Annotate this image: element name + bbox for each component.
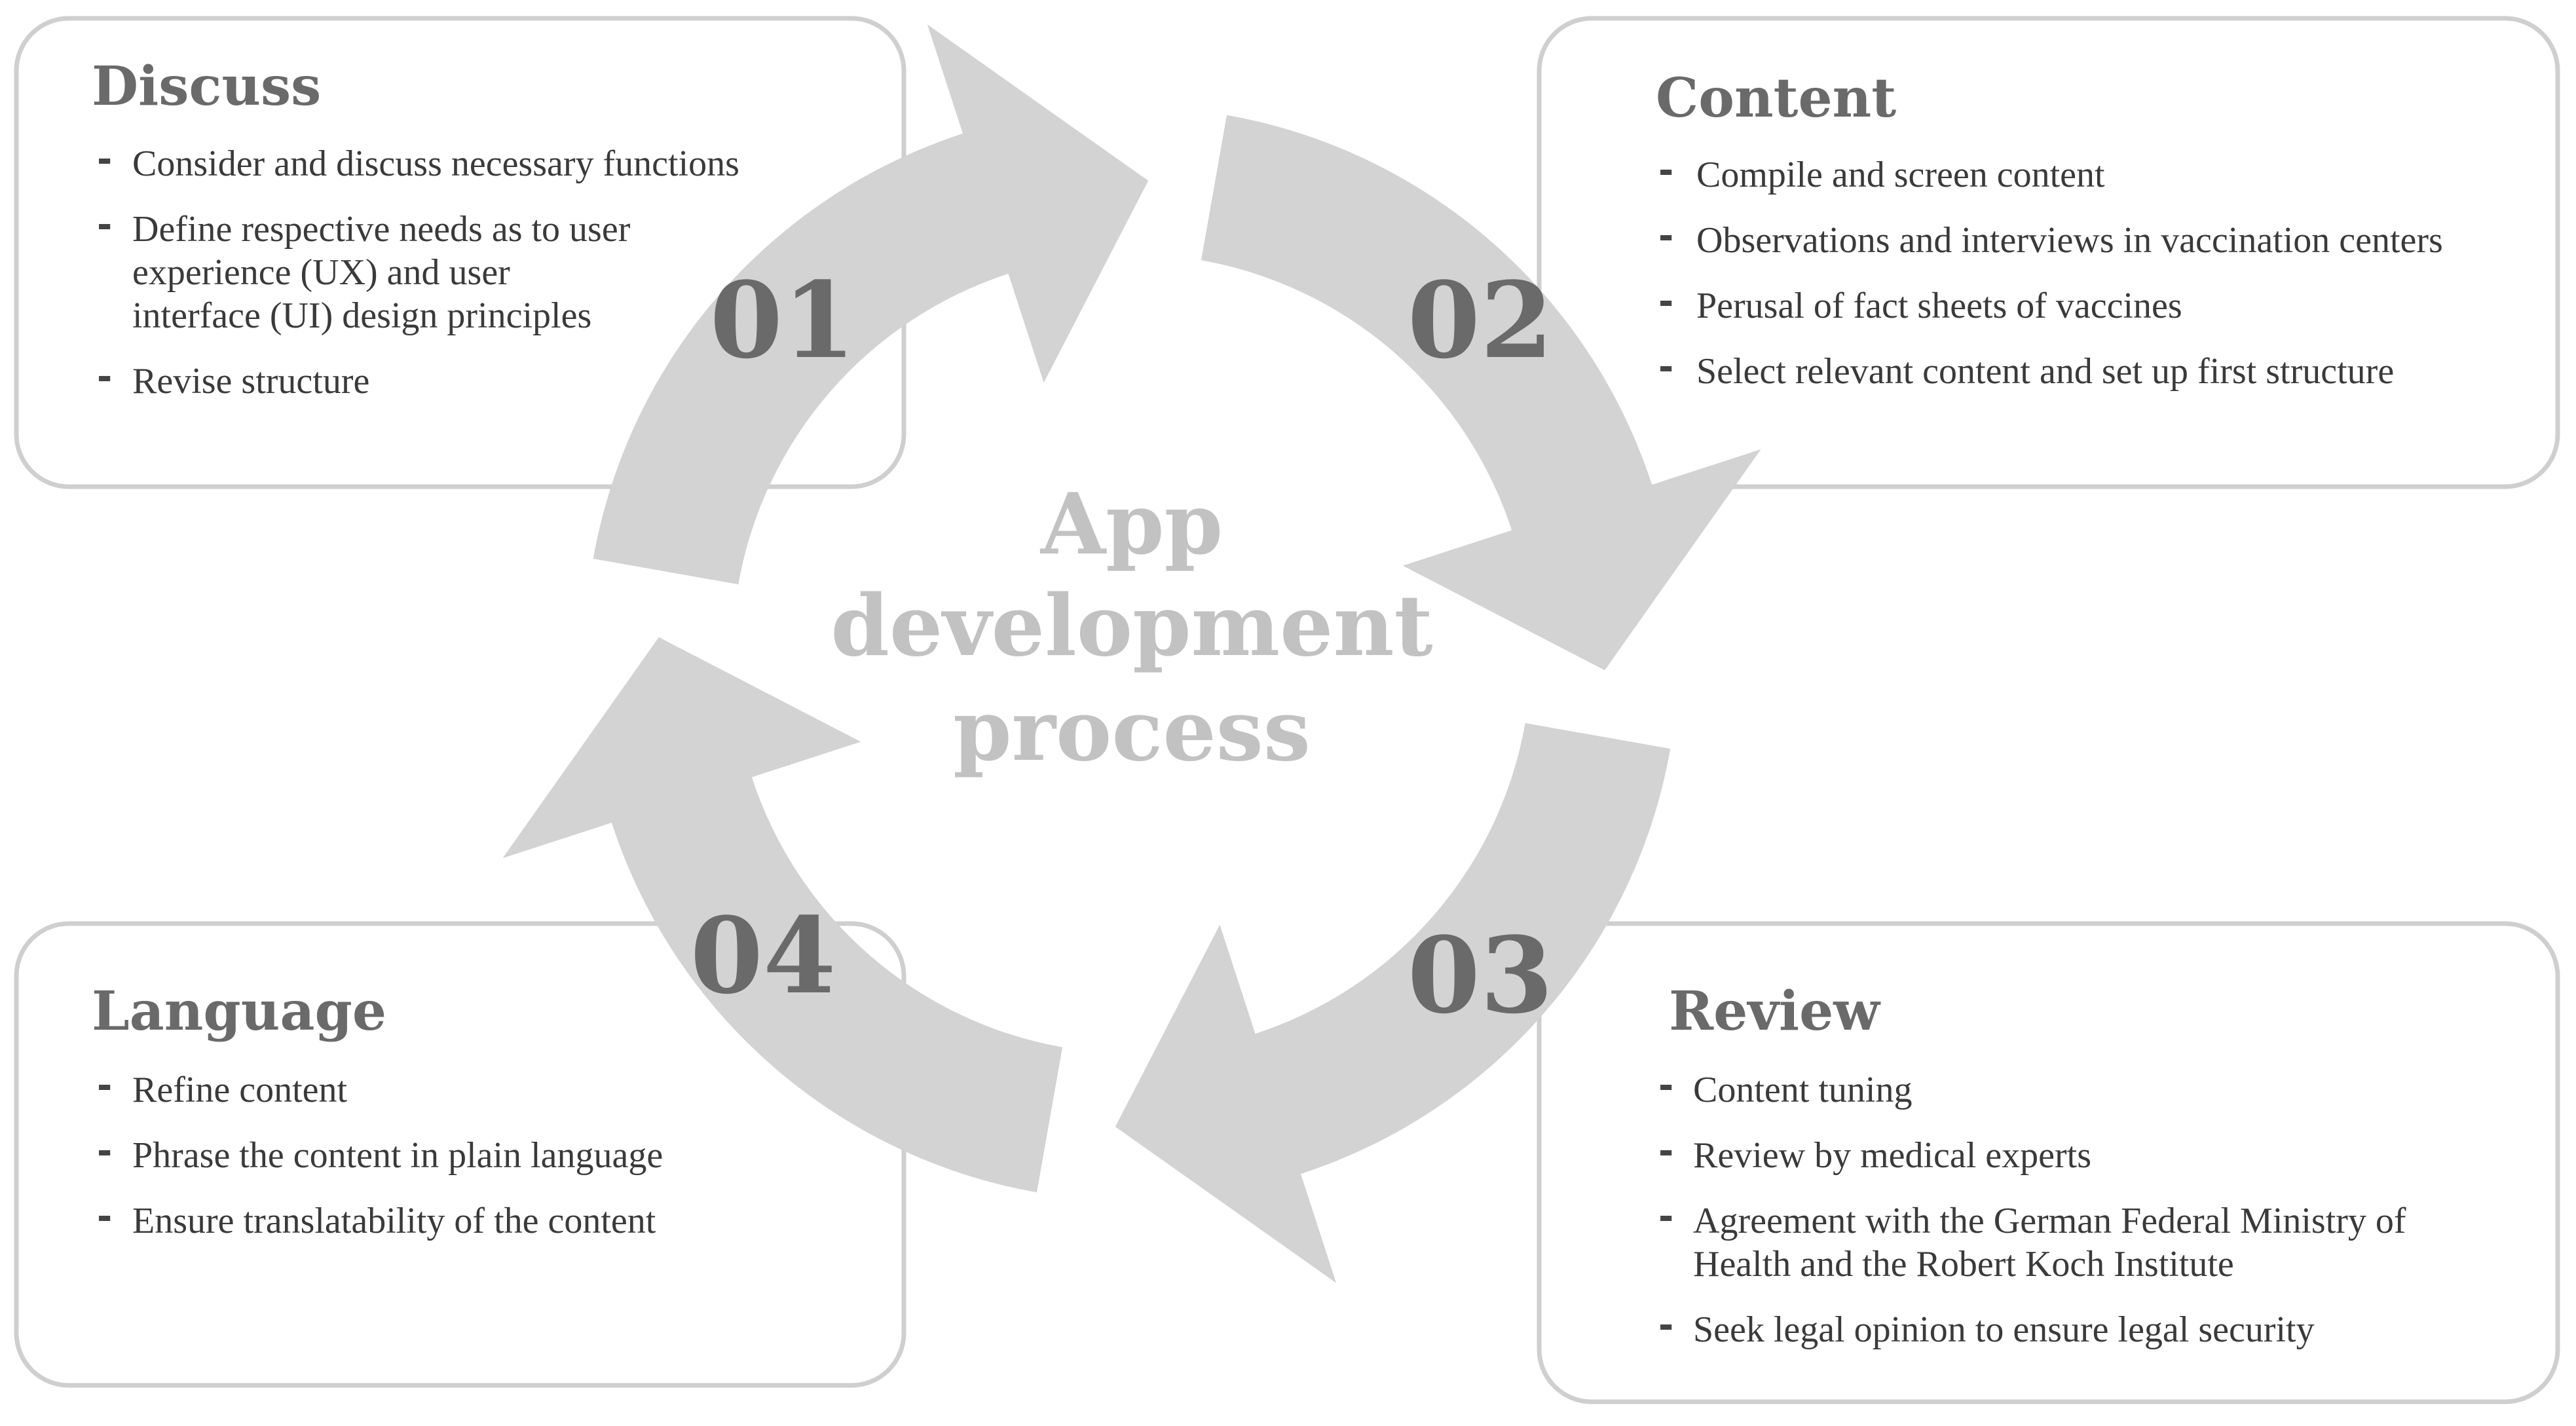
review-bullets: -Content tuning-Review by medical expert… [1658, 1064, 2406, 1350]
content-box [1537, 16, 2560, 489]
bullet-item-line: Health and the Robert Koch Institute [1693, 1244, 2234, 1285]
bullet-item-line: Select relevant content and set up first… [1696, 351, 2394, 392]
bullet-dash: - [97, 204, 112, 246]
bullet-item-line: Observations and interviews in vaccinati… [1696, 220, 2443, 261]
bullet-dash: - [97, 356, 112, 398]
bullet-dash: - [97, 1130, 112, 1173]
bullet-item-line: Revise structure [132, 361, 369, 402]
discuss-bullets: -Consider and discuss necessary function… [97, 138, 739, 402]
content-title: Content [1656, 67, 1896, 130]
bullet-dash: - [1658, 1304, 1673, 1347]
language-bullets: -Refine content-Phrase the content in pl… [97, 1064, 663, 1241]
arrow-03 [1115, 722, 1671, 1283]
bullet-dash: - [1658, 1064, 1673, 1107]
bullet-item-line: Perusal of fact sheets of vaccines [1696, 286, 2182, 326]
bullet-dash: - [1658, 149, 1673, 192]
bullet-dash: - [97, 1195, 112, 1238]
bullet-dash: - [1658, 1195, 1673, 1238]
bullet-item-line: Ensure translatability of the content [132, 1201, 656, 1241]
bullet-dash: - [1658, 346, 1673, 388]
language-title: Language [92, 980, 386, 1043]
bullet-item-line: Content tuning [1693, 1070, 1912, 1110]
arrow-04 [502, 637, 1063, 1193]
step-number-04: 04 [690, 894, 836, 1017]
arrow-01 [593, 24, 1149, 585]
language-box [14, 921, 906, 1388]
bullet-dash: - [1658, 1130, 1673, 1173]
bullet-item-line: Refine content [132, 1070, 348, 1110]
bullet-item-line: Seek legal opinion to ensure legal secur… [1693, 1309, 2315, 1350]
step-number-01: 01 [710, 259, 856, 382]
bullet-dash: - [1658, 280, 1673, 323]
bullet-dash: - [97, 1064, 112, 1107]
bullet-item-line: Review by medical experts [1693, 1135, 2091, 1176]
cycle-arrows [502, 24, 1761, 1283]
bullet-item-line: Define respective needs as to user [132, 209, 631, 250]
bullet-item-line: Agreement with the German Federal Minist… [1693, 1201, 2406, 1241]
bullet-item-line: interface (UI) design principles [132, 295, 591, 336]
step-number-03: 03 [1408, 914, 1554, 1037]
arrow-02 [1201, 115, 1761, 671]
center-title-line-2: development [831, 577, 1432, 675]
step-number-02: 02 [1408, 259, 1554, 382]
center-title-line-3: process [953, 682, 1311, 780]
review-title: Review [1669, 980, 1881, 1043]
review-box [1537, 921, 2560, 1404]
bullet-item-line: Consider and discuss necessary functions [132, 143, 739, 184]
bullet-dash: - [97, 138, 112, 181]
center-title-line-1: App [1040, 476, 1223, 574]
bullet-item-line: Compile and screen content [1696, 155, 2105, 195]
bullet-item-line: experience (UX) and user [132, 252, 510, 293]
content-bullets: -Compile and screen content-Observations… [1658, 149, 2443, 392]
discuss-title: Discuss [92, 55, 321, 118]
bullet-item-line: Phrase the content in plain language [132, 1135, 663, 1176]
bullet-dash: - [1658, 215, 1673, 257]
